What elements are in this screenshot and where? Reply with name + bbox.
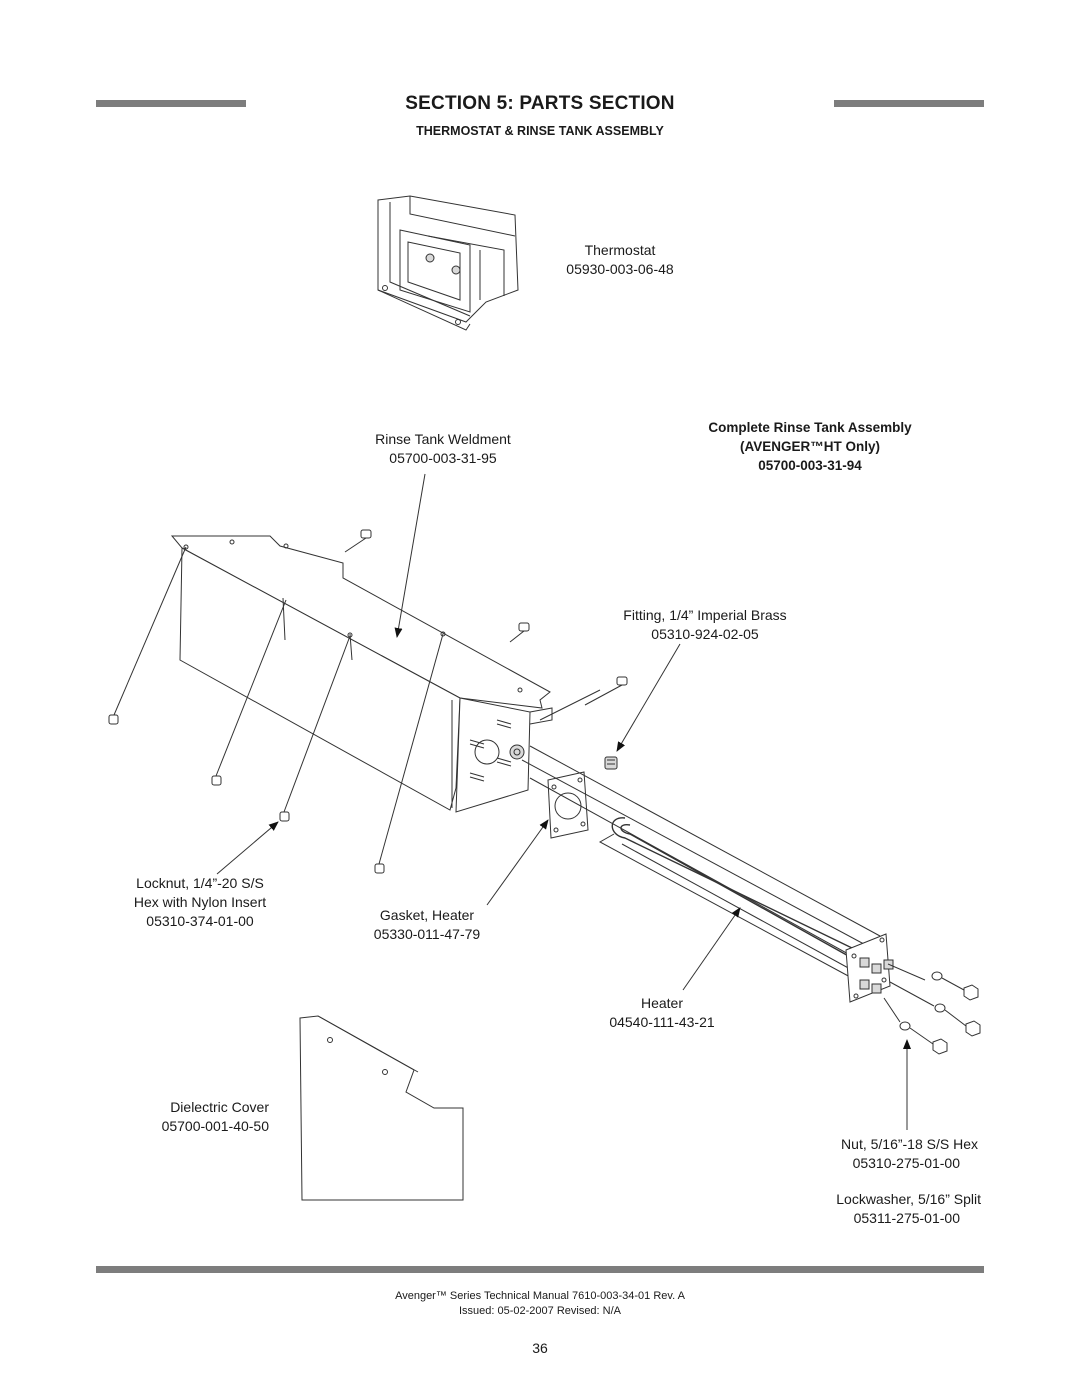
top-nuts <box>344 529 628 706</box>
heater-number: 04540-111-43-21 <box>609 1014 715 1030</box>
gasket-number: 05330-011-47-79 <box>373 926 481 942</box>
lockwasher-name: Lockwasher, 5/16” Split <box>836 1191 981 1207</box>
complete-assembly-model: (AVENGER™HT Only) <box>739 439 880 454</box>
nut-name: Nut, 5/16”-18 S/S Hex <box>841 1136 978 1152</box>
dielectric-cover-drawing <box>299 1015 464 1201</box>
footer-rule <box>96 1266 984 1273</box>
page-number: 36 <box>532 1340 548 1356</box>
footer-issued: Issued: 05-02-2007 Revised: N/A <box>458 1305 622 1317</box>
header-rule-right <box>834 100 984 107</box>
complete-assembly-name: Complete Rinse Tank Assembly <box>708 420 912 435</box>
section-subtitle: THERMOSTAT & RINSE TANK ASSEMBLY <box>416 124 664 138</box>
thermostat-name: Thermostat <box>584 242 656 258</box>
nut-number: 05310-275-01-00 <box>852 1155 960 1171</box>
dielectric-cover-name: Dielectric Cover <box>170 1099 269 1115</box>
heater-label: Heater 04540-111-43-21 <box>562 994 762 1032</box>
gasket-label: Gasket, Heater 05330-011-47-79 <box>327 906 527 944</box>
thermostat-label: Thermostat 05930-003-06-48 <box>520 241 720 279</box>
header-rule-left <box>96 100 246 107</box>
footer-manual: Avenger™ Series Technical Manual 7610-00… <box>395 1290 685 1302</box>
bottom-locknuts <box>108 546 444 874</box>
fitting-name: Fitting, 1/4” Imperial Brass <box>623 607 787 623</box>
locknut-name-line1: Locknut, 1/4”-20 S/S <box>136 875 264 891</box>
lockwasher-label: Lockwasher, 5/16” Split 05311-275-01-00 <box>740 1190 981 1228</box>
gasket-drawing <box>547 771 589 839</box>
nut-label: Nut, 5/16”-18 S/S Hex 05310-275-01-00 <box>740 1135 978 1173</box>
callout-leaders <box>216 473 911 1130</box>
thermostat-drawing <box>377 195 519 331</box>
fitting-drawing <box>604 756 618 770</box>
rinse-tank-drawing <box>170 535 601 813</box>
footer-text: Avenger™ Series Technical Manual 7610-00… <box>0 1289 1080 1319</box>
rinse-tank-weldment-label: Rinse Tank Weldment 05700-003-31-95 <box>343 430 543 468</box>
rinse-tank-weldment-name: Rinse Tank Weldment <box>375 431 511 447</box>
dielectric-cover-label: Dielectric Cover 05700-001-40-50 <box>80 1098 269 1136</box>
heater-drawing <box>521 745 935 1023</box>
dielectric-cover-number: 05700-001-40-50 <box>161 1118 269 1134</box>
locknut-number: 05310-374-01-00 <box>146 913 254 929</box>
lockwasher-number: 05311-275-01-00 <box>853 1210 960 1226</box>
complete-assembly-label: Complete Rinse Tank Assembly (AVENGER™HT… <box>670 418 950 475</box>
complete-assembly-number: 05700-003-31-94 <box>758 458 862 473</box>
rinse-tank-weldment-number: 05700-003-31-95 <box>389 450 497 466</box>
thermostat-number: 05930-003-06-48 <box>566 261 674 277</box>
fitting-label: Fitting, 1/4” Imperial Brass 05310-924-0… <box>585 606 825 644</box>
heater-nuts-washers <box>899 971 981 1055</box>
gasket-name: Gasket, Heater <box>379 907 475 923</box>
locknut-label: Locknut, 1/4”-20 S/S Hex with Nylon Inse… <box>100 874 300 931</box>
section-title: SECTION 5: PARTS SECTION <box>405 93 675 114</box>
locknut-name-line2: Hex with Nylon Insert <box>133 894 267 910</box>
fitting-number: 05310-924-02-05 <box>651 626 759 642</box>
heater-name: Heater <box>640 995 684 1011</box>
